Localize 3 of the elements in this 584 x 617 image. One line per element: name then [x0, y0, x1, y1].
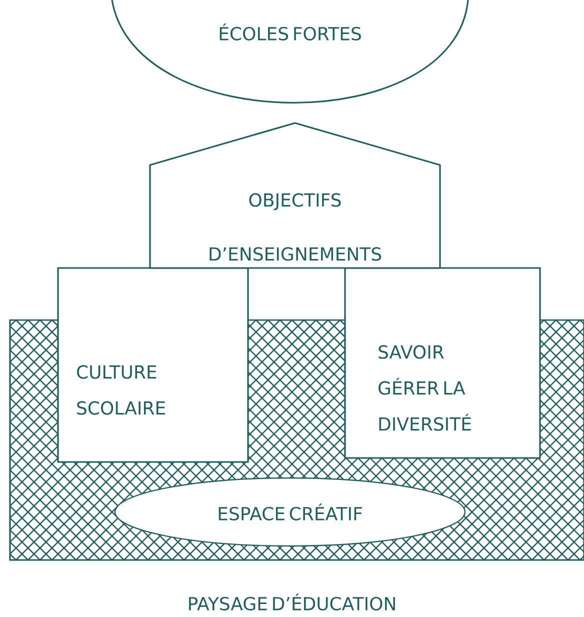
text-box: CULTURE SCOLAIRE: [57, 267, 249, 463]
text-box: SAVOIR GÉRER LA DIVERSITÉ: [344, 267, 541, 459]
node-label: PAYSAGE D’ÉDUCATION: [189, 594, 395, 610]
